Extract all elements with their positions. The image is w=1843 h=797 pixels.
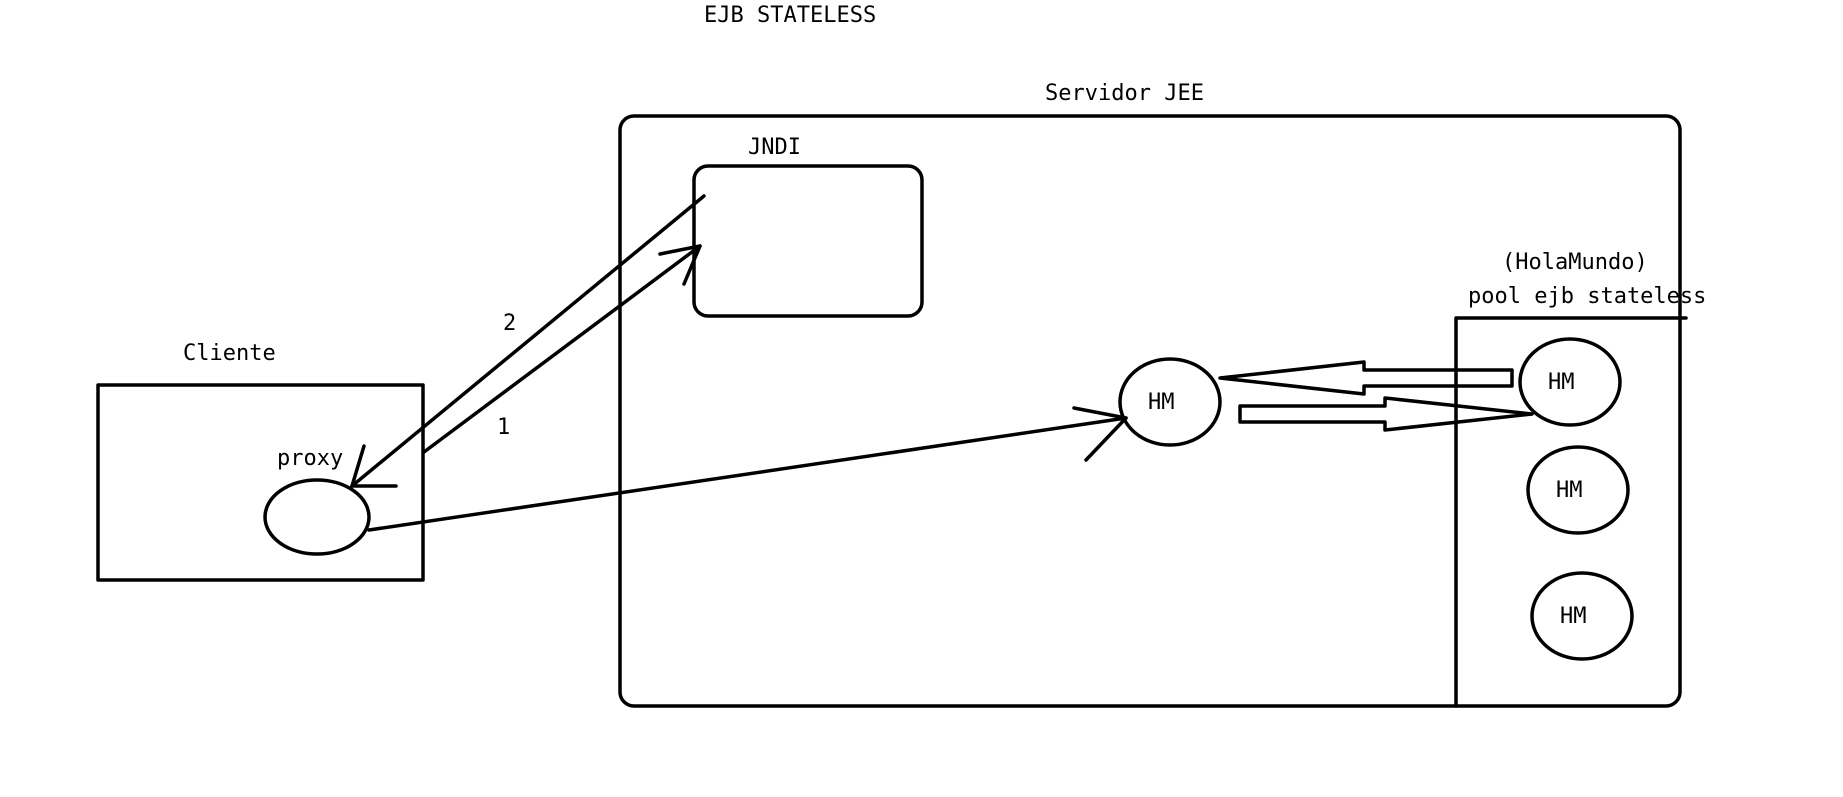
pool-hm-node-2 xyxy=(1526,445,1630,535)
pool-label-line2: pool ejb stateless xyxy=(1468,284,1706,309)
active-hm-node xyxy=(1118,357,1222,447)
proxy-node xyxy=(263,478,371,556)
arrow-step-1-head xyxy=(658,244,702,286)
client-box xyxy=(96,383,425,582)
server-box xyxy=(618,114,1682,708)
jndi-label: JNDI xyxy=(748,135,801,160)
arrow-step-2-line xyxy=(350,194,706,488)
pool-hm-node-1 xyxy=(1518,337,1622,427)
block-arrow-hm-to-pool xyxy=(1238,396,1534,432)
arrow-step-2-head xyxy=(350,444,398,488)
pool-hm-label-3: HM xyxy=(1560,604,1587,629)
arrow-proxy-to-hm-line xyxy=(367,416,1128,532)
step-2-label: 2 xyxy=(503,311,516,336)
pool-label-line1: (HolaMundo) xyxy=(1502,250,1648,275)
diagram-title: EJB STATELESS xyxy=(704,3,876,28)
server-label: Servidor JEE xyxy=(1045,81,1204,106)
pool-hm-label-1: HM xyxy=(1548,370,1575,395)
active-hm-label: HM xyxy=(1148,390,1175,415)
client-label: Cliente xyxy=(183,341,276,366)
arrow-proxy-to-hm-head xyxy=(1072,406,1128,462)
pool-hm-node-3 xyxy=(1530,571,1634,661)
pool-box xyxy=(1454,316,1688,708)
step-1-label: 1 xyxy=(497,415,510,440)
block-arrow-pool-to-hm xyxy=(1218,360,1514,396)
jndi-box xyxy=(692,164,924,318)
pool-hm-label-2: HM xyxy=(1556,478,1583,503)
arrow-step-1-line xyxy=(422,244,702,454)
proxy-label: proxy xyxy=(277,446,343,471)
